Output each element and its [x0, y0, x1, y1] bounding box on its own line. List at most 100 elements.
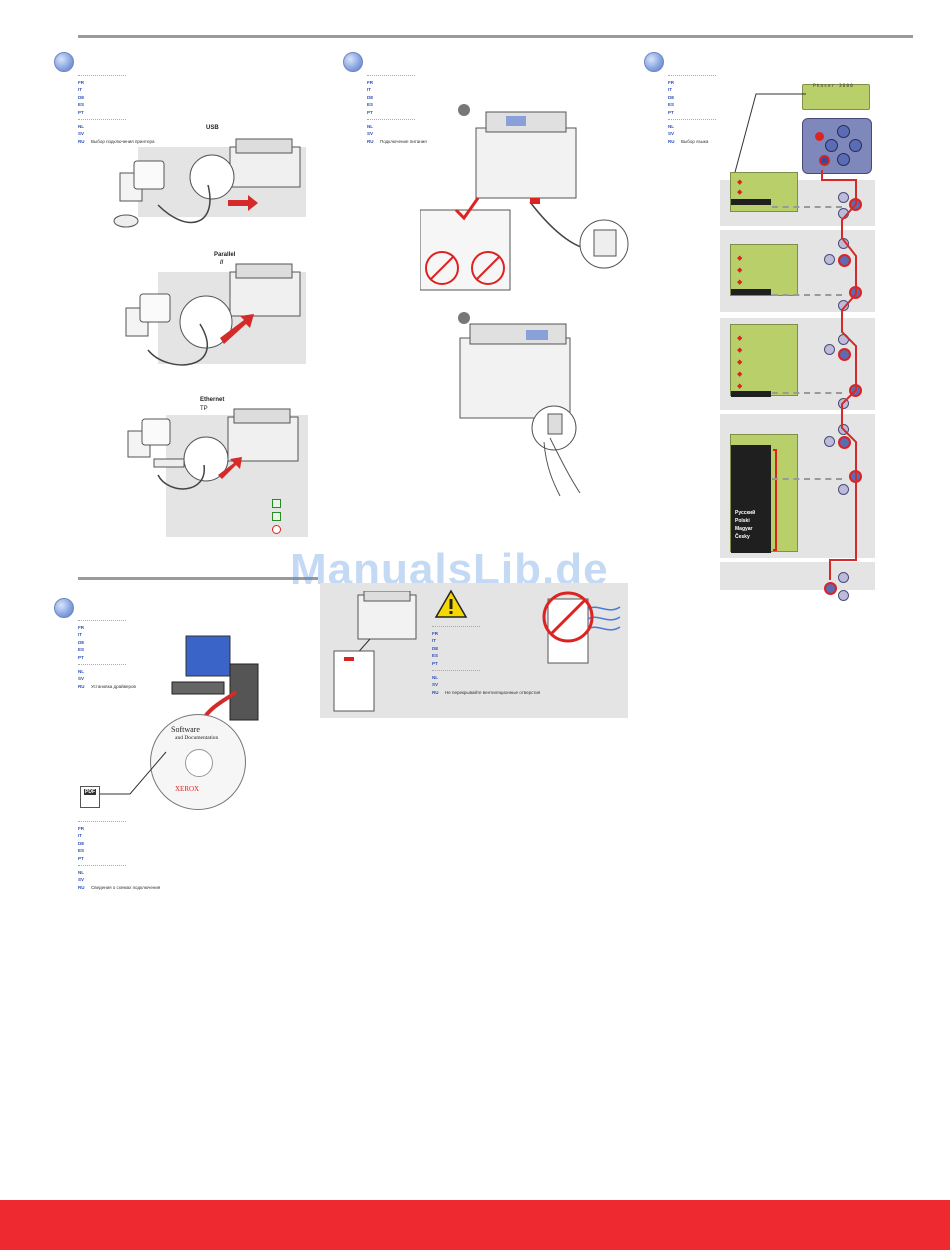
ok-button[interactable] [849, 139, 862, 152]
panel-button[interactable] [824, 254, 835, 265]
lang-separator [668, 119, 716, 121]
lang-code: FR [78, 826, 84, 831]
down-button-highlight[interactable] [838, 436, 851, 449]
lang-code: DE [78, 639, 85, 645]
menu-arrow-icon: ◆ [737, 371, 743, 378]
down-button-highlight[interactable] [838, 348, 851, 361]
lang-separator [367, 119, 415, 121]
menu-step-3-lcd: ◆ ◆ ◆ ◆ ◆ [730, 324, 798, 397]
lang-code: DE [78, 94, 85, 100]
panel-button[interactable] [838, 590, 849, 601]
lang-separator [78, 620, 126, 621]
menu-arrow-icon: ◆ [737, 347, 743, 354]
language-option[interactable]: Polski [735, 518, 750, 524]
lang-separator [367, 75, 415, 76]
display-callout-line [733, 93, 806, 177]
lang-code: FR [78, 625, 84, 630]
panel-button[interactable] [838, 300, 849, 311]
menu-selected-bar [731, 199, 771, 205]
lang-separator [78, 119, 126, 121]
menu-step-1: ◆ ◆ [720, 172, 875, 226]
menu-arrow-icon: ◆ [737, 255, 743, 262]
language-option[interactable]: Magyar [735, 526, 753, 532]
lang-code: FR [78, 80, 84, 85]
lang-code: NL [78, 124, 84, 130]
menu-arrow-icon: ◆ [737, 179, 743, 186]
lang-code: ES [367, 102, 374, 108]
control-panel [802, 118, 872, 174]
menu-arrow-icon: ◆ [737, 359, 743, 366]
footer-accent-bar [0, 1200, 950, 1250]
lang-code: IT [367, 87, 371, 93]
lang-code: DE [367, 94, 374, 100]
ethernet-port-label: Ethernet [200, 397, 225, 403]
power-cord-drawing [420, 104, 629, 291]
menu-selected-bar [731, 391, 771, 397]
panel-button[interactable] [824, 436, 835, 447]
menu-connector-line [772, 294, 842, 296]
panel-button[interactable] [838, 572, 849, 583]
lang-code: FR [432, 631, 438, 636]
cancel-button[interactable] [815, 132, 824, 141]
connect-ru-text: Выбор подключения принтера [91, 138, 155, 144]
cd-install-illustration: Software and Documentation XEROX [150, 630, 265, 810]
lang-separator [78, 865, 126, 867]
language-option[interactable]: Русский [735, 510, 756, 516]
step-badge-drivers [54, 598, 74, 618]
lang-separator [78, 821, 126, 822]
lang-code: RU [78, 683, 85, 689]
lang-code: NL [78, 870, 84, 876]
ethernet-connection-illustration: Ethernet TP [118, 395, 308, 540]
back-button[interactable] [825, 139, 838, 152]
lang-code: RU [668, 138, 675, 144]
display-model-label: Phaser 3600 [813, 84, 854, 89]
power-switch-illustration [450, 308, 600, 498]
lang-code: NL [367, 124, 373, 130]
lang-code: PT [78, 654, 84, 660]
lang-code: PT [367, 109, 373, 115]
parallel-port-label: Parallel [214, 252, 236, 258]
up-button[interactable] [837, 125, 850, 138]
menu-button[interactable] [819, 155, 830, 166]
lang-code: SV [367, 131, 374, 137]
menu-step-1-lcd: ◆ ◆ [730, 172, 798, 212]
lang-separator [432, 626, 480, 627]
lang-code: IT [668, 87, 672, 93]
panel-button[interactable] [824, 344, 835, 355]
down-button-highlight[interactable] [838, 254, 851, 267]
lang-code: RU [432, 689, 439, 695]
lang-code: SV [78, 877, 85, 883]
lang-separator [78, 75, 126, 76]
menu-arrow-icon: ◆ [737, 335, 743, 342]
lang-code: ES [78, 848, 85, 854]
menu-button-highlight[interactable] [824, 582, 837, 595]
step-badge-connect [54, 52, 74, 72]
lang-code: NL [78, 669, 84, 675]
lang-code: DE [668, 94, 675, 100]
lang-code: PT [432, 660, 438, 666]
panel-button[interactable] [838, 192, 849, 203]
drivers-ru-text: Установка драйверов [91, 683, 136, 689]
panel-button[interactable] [838, 484, 849, 495]
blocked-vent-drawing [542, 591, 621, 664]
power-ru-text: Подключение питания [380, 138, 427, 144]
language-option[interactable]: Česky [735, 534, 750, 540]
menu-arrow-icon: ◆ [737, 383, 743, 390]
lang-code: SV [78, 676, 85, 682]
lang-code: PT [78, 109, 84, 115]
lang-code: IT [78, 632, 82, 638]
usb-connection-illustration: USB [108, 125, 308, 240]
menu-step-4: Русский Polski Magyar Česky [720, 414, 875, 558]
lang-code: NL [668, 124, 674, 130]
connection-info-ru-text: Сведения о схемах подключения [91, 884, 161, 890]
parallel-connection-illustration: Parallel // [108, 250, 308, 375]
down-button[interactable] [837, 153, 850, 166]
lang-code: IT [78, 87, 82, 93]
menu-connector-line [772, 206, 842, 208]
cd-title: Software [171, 725, 200, 734]
